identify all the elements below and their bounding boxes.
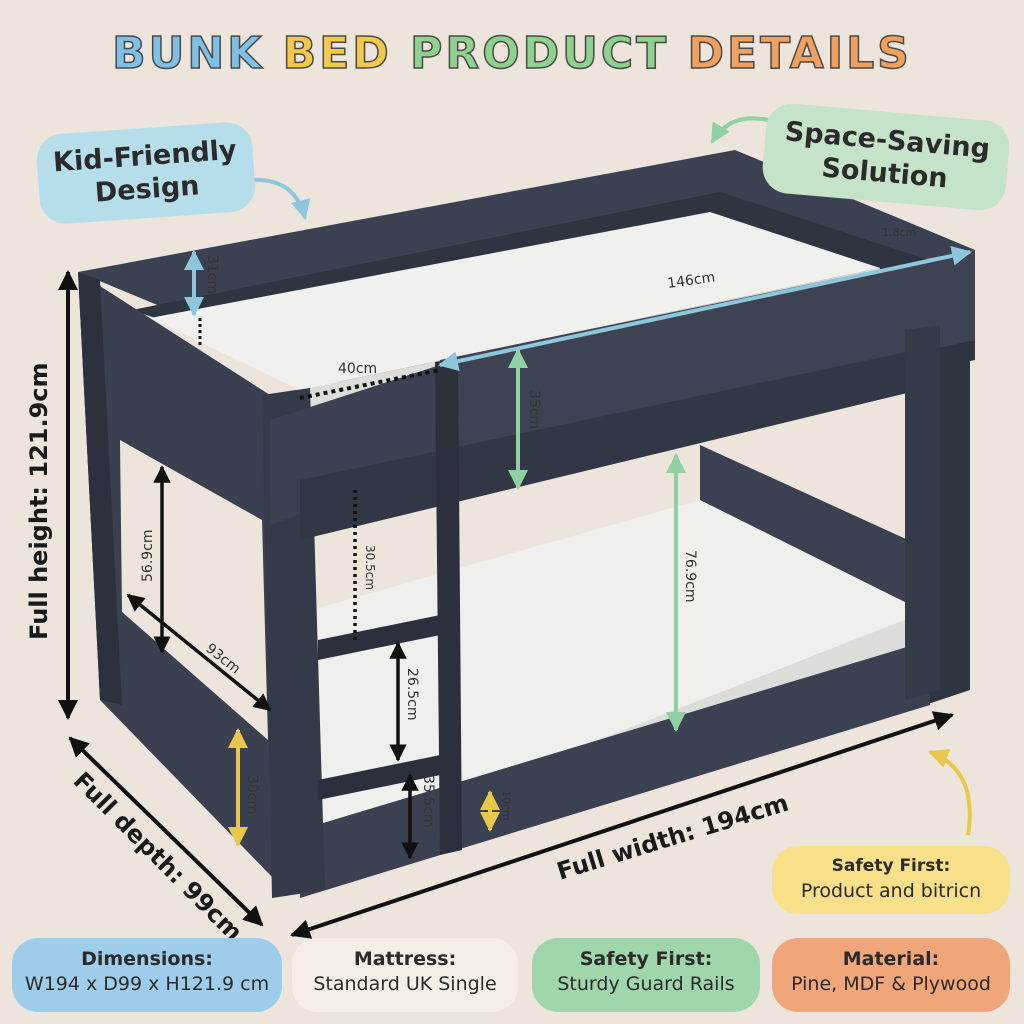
info-card-value: Sturdy Guard Rails [557, 973, 735, 995]
dim-ladder-step: 26.5cm [404, 668, 420, 721]
dimension-lines [58, 116, 972, 939]
title-word-bunk: BUNK [111, 27, 265, 80]
dim-width-top: 146cm [666, 269, 716, 292]
title-word-bed: BED [282, 27, 392, 80]
kid-friendly-callout: Kid-Friendly Design [35, 120, 257, 226]
dim-lower-rail: 30cm [244, 775, 260, 814]
full-height-label: Full height: 121.9cm [25, 362, 53, 640]
dim-opening: 40cm [338, 361, 377, 377]
title-word-details: DETAILS [687, 27, 912, 80]
info-card-mattress: Mattress: Standard UK Single [292, 938, 518, 1012]
dim-base-height: 10cm [500, 790, 513, 821]
title-word-product: PRODUCT [409, 27, 670, 80]
safety-callout-arrow [928, 748, 972, 836]
info-card-heading: Material: [842, 948, 940, 970]
info-card-material: Material: Pine, MDF & Plywood [772, 938, 1010, 1012]
info-card-heading: Dimensions: [81, 948, 213, 970]
dim-ladder-gap: 30.5cm [363, 545, 377, 590]
dim-bottom-step: 35.5cm [420, 775, 436, 828]
dim-panel-thickness: 1.8cm [882, 226, 916, 239]
info-card-dimensions: Dimensions: W194 x D99 x H121.9 cm [12, 938, 282, 1012]
info-card-value: Pine, MDF & Plywood [791, 973, 991, 995]
dim-top-clearance: 56.9cm [140, 529, 156, 582]
info-card-heading: Safety First: [579, 948, 713, 970]
info-card-value: Standard UK Single [313, 973, 497, 995]
safety-callout-heading: Safety First: [831, 856, 951, 876]
dim-guard-rail: 31cm [204, 255, 220, 294]
safety-callout-box: Safety First: Product and bitricn [772, 846, 1010, 914]
dim-lower-space: 76.9cm [682, 550, 698, 603]
info-card-heading: Mattress: [353, 948, 457, 970]
dim-top-panel: 35cm [526, 390, 542, 429]
safety-callout-value: Product and bitricn [800, 880, 982, 902]
info-card-value: W194 x D99 x H121.9 cm [24, 973, 270, 995]
kid-callout-arrow [251, 177, 311, 220]
info-card-safety: Safety First: Sturdy Guard Rails [532, 938, 760, 1012]
space-callout-arrow [710, 116, 769, 144]
page-title: BUNK BED PRODUCT DETAILS [0, 27, 1024, 80]
